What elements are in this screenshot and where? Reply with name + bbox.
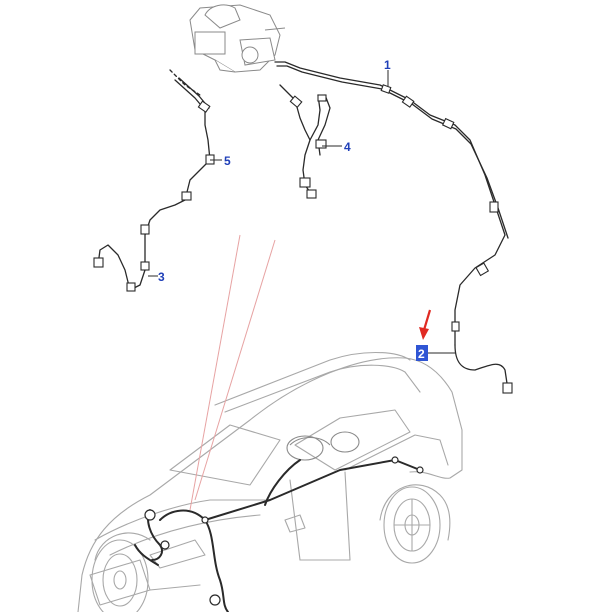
callout-5: 5	[224, 154, 231, 168]
vehicle-brake-parts	[286, 431, 360, 461]
front-wheel	[91, 539, 149, 612]
callout-2-highlight: 2	[416, 345, 428, 361]
red-arrow-icon	[419, 309, 432, 340]
vehicle-brake-fittings	[144, 456, 424, 606]
callout-ticks	[148, 70, 455, 354]
vehicle-brake-lines	[134, 459, 421, 612]
callout-1: 1	[384, 58, 391, 72]
leader-lines	[189, 234, 276, 511]
callout-4: 4	[344, 140, 351, 154]
abs-module	[189, 4, 286, 73]
brake-line-assemblies	[97, 61, 509, 391]
line-fittings	[93, 84, 513, 394]
vehicle-outline	[77, 351, 463, 612]
rear-wheel	[383, 486, 441, 564]
callout-2: 2	[418, 347, 425, 361]
callout-3: 3	[158, 270, 165, 284]
